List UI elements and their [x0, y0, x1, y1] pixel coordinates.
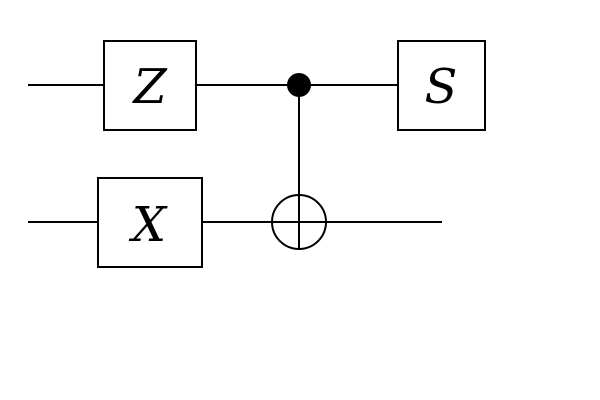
cnot-control-dot [287, 73, 311, 97]
s-gate-label: S [425, 59, 458, 115]
x-gate-label: X [128, 197, 168, 253]
z-gate-label: Z [131, 59, 168, 115]
z-gate-box [103, 40, 197, 131]
z-gate: Z [103, 40, 197, 131]
cnot-gate [271, 73, 327, 250]
s-gate: S [397, 40, 486, 131]
x-gate-box [97, 177, 203, 268]
x-gate: X [97, 177, 203, 268]
s-gate-box [397, 40, 486, 131]
